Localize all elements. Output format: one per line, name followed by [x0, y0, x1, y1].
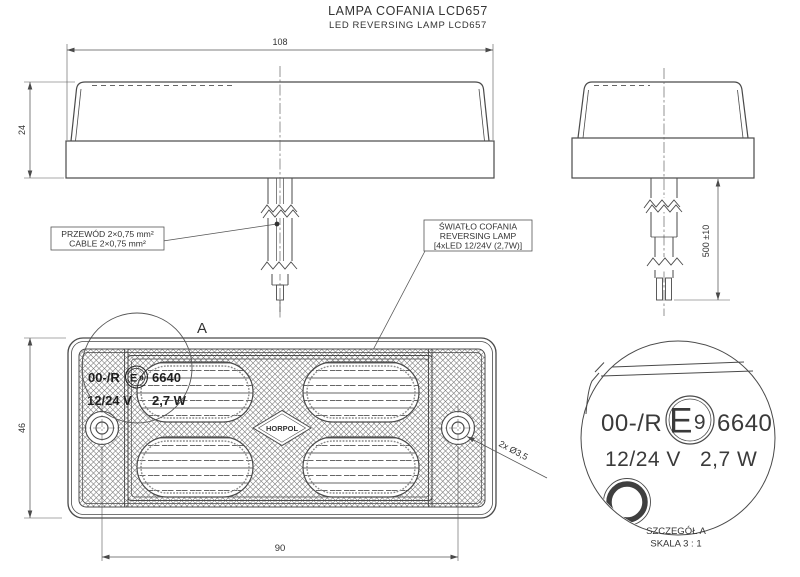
dimension-width: 108	[66, 37, 494, 140]
voltage-marking: 12/24 V	[87, 393, 132, 408]
front-cable	[260, 178, 300, 312]
dimension-face-height: 46	[17, 337, 66, 519]
cable-callout-line2: CABLE 2×0,75 mm²	[69, 239, 146, 249]
detail-reference-circle	[81, 312, 193, 424]
lamp-callout: ŚWIATŁO COFANIA REVERSING LAMP [4xLED 12…	[339, 219, 533, 412]
lamp-callout-line2: REVERSING LAMP	[440, 231, 517, 241]
cable-break-icon	[260, 204, 298, 214]
cable-break-icon	[260, 261, 298, 271]
cable-break-icon	[643, 199, 681, 209]
lens-ovals	[136, 361, 420, 498]
dimension-height: 24	[17, 81, 75, 179]
side-view	[571, 68, 755, 316]
brand-logo: HORPOL	[252, 409, 312, 447]
cable-break-icon	[646, 257, 684, 267]
e-mark-digit: 9	[139, 374, 143, 383]
mounting-hole-right	[435, 405, 481, 451]
power-marking-detail: 2,7 W	[700, 448, 757, 471]
cable-callout-line1: PRZEWÓD 2×0,75 mm²	[61, 229, 154, 239]
e-mark-letter-detail: E	[669, 402, 693, 441]
leader-dot	[274, 221, 280, 227]
lamp-callout-line3: [4xLED 12/24V (2,7W)]	[434, 241, 522, 251]
title-line1: LAMPA COFANIA LCD657	[328, 4, 488, 18]
side-cable	[643, 178, 684, 301]
front-view	[65, 66, 495, 320]
approval-prefix-detail: 00-/R	[601, 410, 662, 437]
dimension-hole-spacing-value: 90	[275, 543, 286, 554]
detail-mounting-hole	[603, 478, 651, 526]
dimension-cable-length-value: 500 ±10	[701, 225, 711, 257]
detail-view: 00-/R E 9 6640 12/24 V 2,7 W SZCZEGÓŁ A …	[580, 340, 776, 550]
face-view: HORPOL 00-/R E 9 6640 12/24 V 2,7 W	[67, 312, 497, 519]
detail-reference-label: A	[197, 320, 207, 337]
lamp-callout-line1: ŚWIATŁO COFANIA	[439, 221, 517, 232]
e-mark-letter: E	[130, 373, 137, 385]
title-line2: LED REVERSING LAMP LCD657	[329, 20, 487, 31]
detail-scale: SKALA 3 : 1	[650, 539, 701, 550]
dimension-cable-length: 500 ±10	[674, 179, 730, 301]
face-markings: 00-/R E 9 6640 12/24 V 2,7 W	[87, 365, 187, 408]
dimension-width-value: 108	[272, 37, 287, 47]
mounting-hole-left	[79, 405, 125, 451]
approval-prefix: 00-/R	[88, 370, 120, 385]
detail-markings: 00-/R E 9 6640 12/24 V 2,7 W	[601, 395, 772, 471]
dimension-hole-spacing: 90	[101, 446, 459, 561]
e-mark-digit-detail: 9	[694, 411, 706, 434]
detail-title: SZCZEGÓŁ A	[646, 526, 706, 537]
approval-number: 6640	[152, 370, 181, 385]
cable-callout: PRZEWÓD 2×0,75 mm² CABLE 2×0,75 mm²	[50, 221, 280, 251]
dimension-face-height-value: 46	[17, 423, 27, 433]
dimension-height-value: 24	[17, 125, 27, 135]
voltage-marking-detail: 12/24 V	[605, 448, 681, 471]
brand-logo-text: HORPOL	[266, 424, 299, 433]
approval-number-detail: 6640	[717, 410, 772, 437]
drawing-title: LAMPA COFANIA LCD657 LED REVERSING LAMP …	[328, 4, 488, 31]
hole-diameter-value: 2x Ø3,5	[497, 439, 530, 463]
detail-lamp-edge	[585, 361, 754, 415]
